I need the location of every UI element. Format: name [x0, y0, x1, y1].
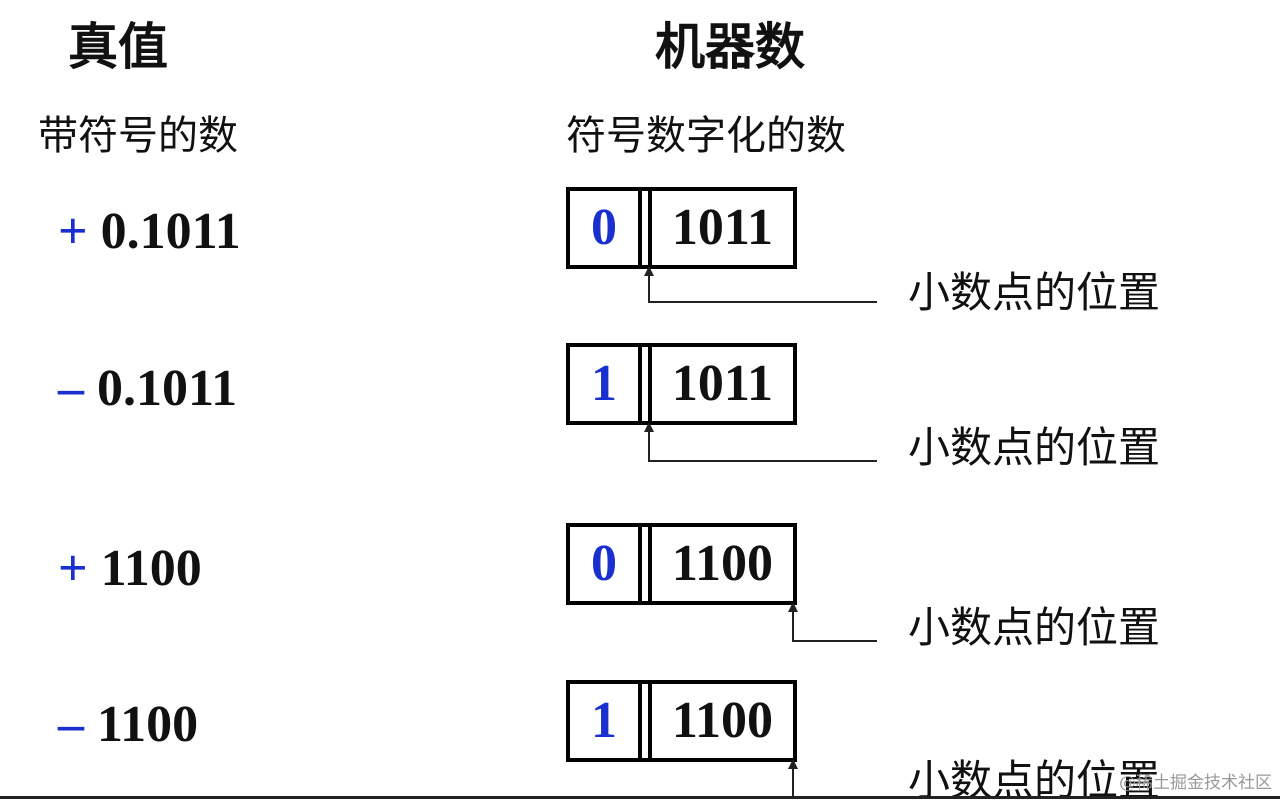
pointer-line: [792, 640, 877, 642]
decimal-point-label-2: 小数点的位置: [908, 423, 1161, 472]
watermark: @稀土掘金技术社区: [1119, 773, 1272, 793]
sign-bit: 0: [591, 199, 617, 256]
sign-digitized-subheading: 符号数字化的数: [566, 113, 846, 159]
machine-number-heading: 机器数: [655, 17, 805, 76]
divider: [648, 191, 652, 265]
decimal-point-label-3: 小数点的位置: [908, 603, 1161, 652]
divider: [638, 347, 642, 421]
pointer-line: [648, 270, 650, 303]
divider: [638, 191, 642, 265]
divider: [648, 347, 652, 421]
true-value-heading: 真值: [68, 17, 168, 76]
value: 1100: [97, 696, 199, 753]
divider: [648, 527, 652, 601]
pointer-line: [792, 606, 794, 642]
divider: [638, 527, 642, 601]
sign: –: [58, 360, 84, 417]
sign: +: [58, 540, 88, 597]
pointer-line: [792, 763, 794, 799]
decimal-point-label-4: 小数点的位置: [908, 756, 1161, 805]
sign-bit: 0: [591, 535, 617, 592]
machine-number-box-2: 1 1011: [566, 343, 797, 425]
true-value-row-4: – 1100: [58, 699, 198, 751]
pointer-line: [648, 301, 877, 303]
value: 0.1011: [97, 360, 238, 417]
machine-number-box-3: 0 1100: [566, 523, 797, 605]
decimal-point-label-1: 小数点的位置: [908, 268, 1161, 317]
magnitude: 1011: [671, 199, 774, 256]
bottom-bar: [0, 796, 1280, 799]
pointer-line: [648, 426, 650, 462]
true-value-row-1: + 0.1011: [58, 206, 241, 258]
sign: –: [58, 696, 84, 753]
machine-number-box-4: 1 1100: [566, 680, 797, 762]
divider: [648, 684, 652, 758]
true-value-row-2: – 0.1011: [58, 363, 237, 415]
signed-number-subheading: 带符号的数: [38, 113, 238, 159]
sign-bit: 1: [591, 355, 617, 412]
divider: [638, 684, 642, 758]
magnitude: 1011: [671, 355, 774, 412]
magnitude: 1100: [671, 692, 774, 749]
pointer-line: [648, 460, 877, 462]
sign: +: [58, 203, 88, 260]
magnitude: 1100: [671, 535, 774, 592]
sign-bit: 1: [591, 692, 617, 749]
machine-number-box-1: 0 1011: [566, 187, 797, 269]
true-value-row-3: + 1100: [58, 543, 202, 595]
value: 0.1011: [100, 203, 241, 260]
value: 1100: [100, 540, 202, 597]
